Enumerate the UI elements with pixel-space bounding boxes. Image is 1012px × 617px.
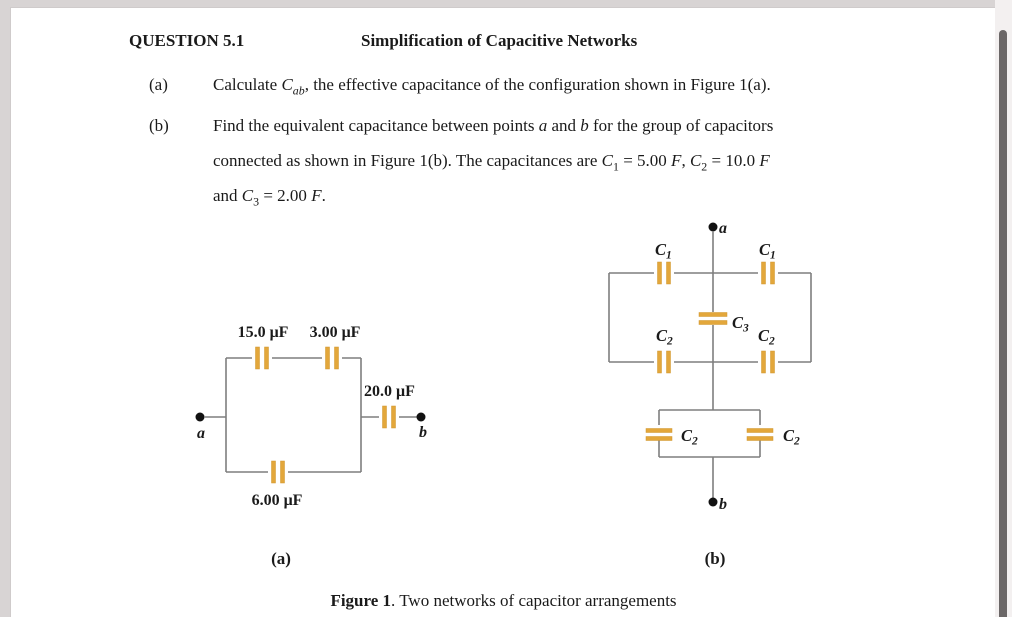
capacitor-20uF-symbol — [382, 405, 396, 429]
scrollbar[interactable] — [995, 0, 1012, 617]
figure-a-circuit: 15.0 μF 3.00 μF 20.0 μF 6.00 μF a b — [195, 324, 427, 509]
capacitor-6uF-symbol — [271, 460, 285, 484]
capacitor-6uF-label: 6.00 μF — [252, 492, 303, 509]
terminal-a-label: a — [197, 425, 205, 442]
c2-lower-right-subscript: 2 — [793, 436, 800, 448]
question-number: QUESTION 5.1 — [129, 31, 245, 50]
capacitor-c2-lower-right-symbol — [746, 428, 774, 441]
c2-lower-right-label: C2 — [783, 426, 800, 448]
capacitor-c1-right-symbol — [761, 261, 775, 285]
terminal-a-dot — [708, 222, 718, 232]
c1-left-symbol: C — [655, 240, 667, 259]
item-a-text: Calculate Cab, the effective capacitance… — [213, 75, 771, 98]
capacitor-c2-upper-right-symbol — [761, 350, 775, 374]
c1-right-symbol: C — [759, 240, 771, 259]
c2-lower-left-subscript: 2 — [691, 436, 698, 448]
figure-a-sublabel: (a) — [271, 549, 291, 568]
c2-lower-left-symbol: C — [681, 426, 693, 445]
item-b-label: (b) — [149, 116, 169, 135]
c1-right-label: C1 — [759, 240, 776, 262]
c1-left-subscript: 1 — [666, 250, 672, 262]
item-a-label: (a) — [149, 75, 168, 94]
c2-upper-right-subscript: 2 — [768, 336, 775, 348]
terminal-b-dot — [416, 412, 426, 422]
capacitor-3uF-label: 3.00 μF — [310, 324, 361, 341]
c2-upper-left-symbol: C — [656, 326, 668, 345]
terminal-b-label: b — [719, 496, 727, 513]
terminal-b-label: b — [419, 424, 427, 441]
item-b-text-line3: and C3 = 2.00 F. — [213, 186, 326, 209]
c2-upper-right-label: C2 — [758, 326, 775, 348]
c2-lower-right-symbol: C — [783, 426, 795, 445]
c3-subscript: 3 — [742, 323, 749, 335]
capacitor-15uF-label: 15.0 μF — [238, 324, 289, 341]
figure-caption-bold: Figure 1 — [330, 591, 392, 610]
capacitor-c1-left-symbol — [657, 261, 671, 285]
c2-upper-left-subscript: 2 — [666, 336, 673, 348]
c2-upper-left-label: C2 — [656, 326, 673, 348]
c3-label: C3 — [732, 313, 749, 335]
c2-lower-left-label: C2 — [681, 426, 698, 448]
capacitor-15uF-symbol — [255, 346, 269, 370]
scrollbar-thumb[interactable] — [999, 30, 1007, 617]
terminal-a-label: a — [719, 220, 727, 237]
capacitor-c3-symbol — [698, 312, 728, 325]
capacitor-c2-upper-left-symbol — [657, 350, 671, 374]
c2-upper-right-symbol: C — [758, 326, 770, 345]
terminal-a-dot — [195, 412, 205, 422]
c1-right-subscript: 1 — [770, 250, 776, 262]
figure-b-circuit: a b C1 C1 C3 C2 C2 C2 C2 — [608, 220, 812, 513]
c3-symbol: C — [732, 313, 744, 332]
c1-left-label: C1 — [655, 240, 672, 262]
figure-caption: Figure 1. Two networks of capacitor arra… — [11, 591, 996, 611]
item-b-text-line1: Find the equivalent capacitance between … — [213, 116, 774, 135]
capacitor-20uF-label: 20.0 μF — [364, 383, 415, 400]
capacitor-3uF-symbol — [325, 346, 339, 370]
figure-caption-rest: . Two networks of capacitor arrangements — [391, 591, 677, 610]
item-b-text-line2: connected as shown in Figure 1(b). The c… — [213, 151, 770, 174]
figure-b-sublabel: (b) — [704, 549, 726, 568]
document-page: QUESTION 5.1 Simplification of Capacitiv… — [10, 7, 996, 617]
page-title: Simplification of Capacitive Networks — [361, 31, 638, 50]
capacitor-c2-lower-left-symbol — [645, 428, 673, 441]
terminal-b-dot — [708, 497, 718, 507]
